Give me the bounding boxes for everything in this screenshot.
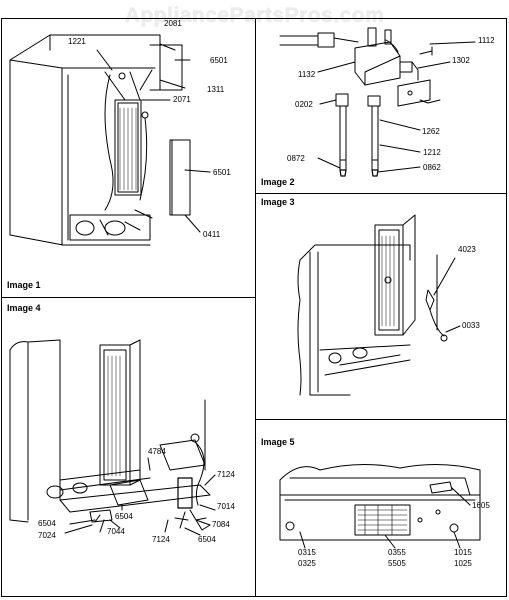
part-number: 2081 [164, 19, 182, 28]
part-number: 1605 [472, 501, 490, 510]
part-number: 0202 [295, 100, 313, 109]
part-number: 0325 [298, 559, 316, 568]
part-number: 6504 [115, 512, 133, 521]
watermark: AppliancePartsPros.com [124, 4, 385, 27]
panel-title-image-2: Image 2 [261, 177, 295, 187]
panel-title-image-1: Image 1 [7, 280, 41, 290]
part-number: 0872 [287, 154, 305, 163]
image-2-valve-drawing [279, 27, 476, 177]
part-number: 1302 [452, 56, 470, 65]
part-number: 0033 [462, 321, 480, 330]
part-number: 1112 [478, 36, 495, 45]
image-4-cabinet-drawing [9, 339, 216, 536]
part-number: 5505 [388, 559, 406, 568]
part-number: 7124 [152, 535, 170, 544]
part-number: 1015 [454, 548, 472, 557]
part-number: 7124 [217, 470, 235, 479]
image-3-cabinet-drawing [297, 214, 461, 396]
panel-frame-image-5 [255, 419, 507, 597]
part-number: 0315 [298, 548, 316, 557]
part-number: 7084 [212, 520, 230, 529]
part-number: 6504 [38, 519, 56, 528]
image-5-grille-drawing [279, 463, 481, 549]
image-1-cabinet-drawing [9, 34, 211, 246]
part-number: 6501 [213, 168, 231, 177]
panel-title-image-5: Image 5 [261, 437, 295, 447]
part-number: 0411 [203, 230, 221, 239]
part-number: 1025 [454, 559, 472, 568]
part-number: 0862 [423, 163, 441, 172]
part-number: 6501 [210, 56, 228, 65]
panel-title-image-3: Image 3 [261, 197, 295, 207]
part-number: 1262 [422, 127, 440, 136]
part-number: 4023 [458, 245, 476, 254]
part-number: 1311 [207, 85, 225, 94]
part-number: 2071 [173, 95, 191, 104]
part-number: 4784 [148, 447, 166, 456]
panel-title-image-4: Image 4 [7, 303, 41, 313]
part-number: 1212 [423, 148, 441, 157]
part-number: 7044 [107, 527, 125, 536]
part-number: 7024 [38, 531, 56, 540]
part-number: 1132 [298, 70, 316, 79]
part-number: 7014 [217, 502, 235, 511]
part-number: 6504 [198, 535, 216, 544]
part-number: 0355 [388, 548, 406, 557]
part-number: 1221 [68, 37, 86, 46]
